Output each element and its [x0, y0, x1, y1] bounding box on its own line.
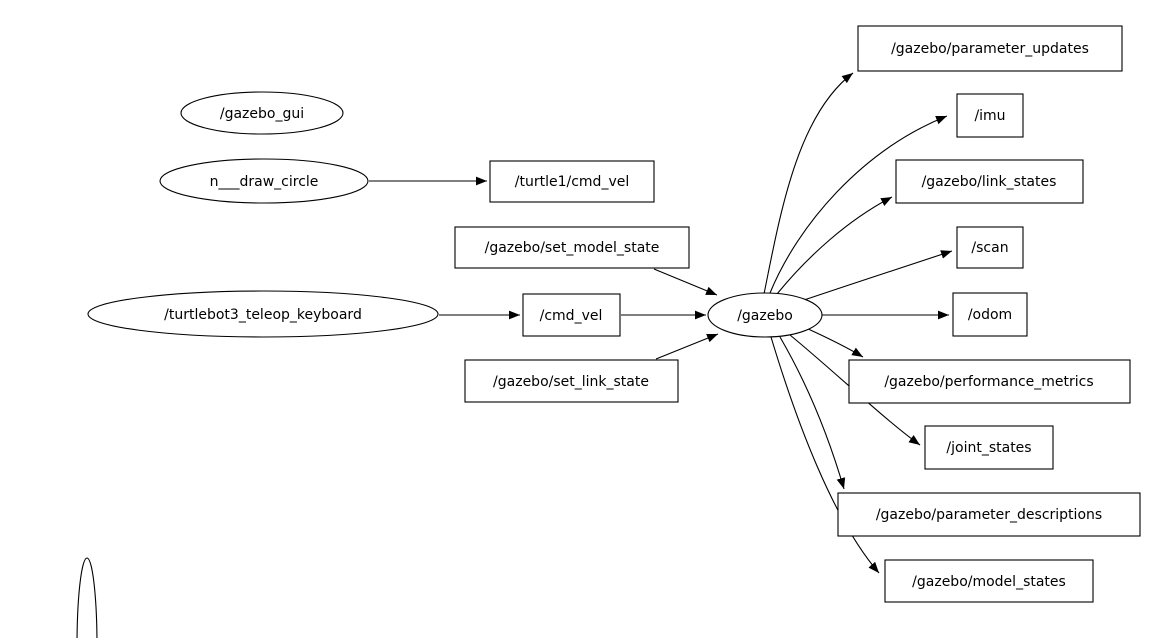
edge-gazebo-to-parameter-descriptions: [779, 336, 846, 490]
topic-turtle1-cmd-vel-label: /turtle1/cmd_vel: [515, 174, 629, 190]
topic-scan-label: /scan: [971, 240, 1008, 256]
edge-gazebo-to-scan: [800, 250, 953, 302]
topic-odom[interactable]: /odom: [952, 292, 1028, 337]
topic-odom-box[interactable]: [952, 292, 1028, 337]
topic-parameter-updates[interactable]: /gazebo/parameter_updates: [857, 25, 1123, 72]
edge-set-model-state-to-gazebo: [653, 268, 718, 296]
topic-cmd-vel-label: /cmd_vel: [540, 308, 603, 324]
topic-imu-box[interactable]: [956, 93, 1024, 138]
topic-scan[interactable]: /scan: [956, 226, 1024, 269]
topic-parameter-updates-label: /gazebo/parameter_updates: [891, 41, 1089, 57]
topic-odom-label: /odom: [968, 307, 1012, 323]
topic-performance-metrics-box[interactable]: [848, 359, 1131, 404]
topic-joint-states-label: /joint_states: [946, 440, 1031, 456]
topic-model-states-box[interactable]: [884, 559, 1094, 603]
topic-set-link-state-label: /gazebo/set_link_state: [493, 374, 649, 390]
node-clipped-ellipse[interactable]: [76, 557, 98, 638]
node-turtlebot3-teleop-keyboard[interactable]: /turtlebot3_teleop_keyboard: [87, 290, 439, 338]
node-gazebo-gui[interactable]: /gazebo_gui: [180, 91, 344, 135]
topic-cmd-vel-box[interactable]: [522, 293, 621, 337]
node-turtlebot3-teleop-keyboard-label: /turtlebot3_teleop_keyboard: [164, 307, 362, 323]
topic-link-states-label: /gazebo/link_states: [922, 174, 1057, 190]
node-draw-circle-shape[interactable]: [159, 158, 369, 204]
node-gazebo-label: /gazebo: [737, 308, 793, 324]
topic-cmd-vel[interactable]: /cmd_vel: [522, 293, 621, 337]
topic-model-states-label: /gazebo/model_states: [912, 574, 1066, 590]
topic-joint-states[interactable]: /joint_states: [924, 425, 1054, 470]
edge-gazebo-to-link-states: [776, 196, 893, 295]
topic-parameter-descriptions-label: /gazebo/parameter_descriptions: [876, 507, 1102, 523]
topic-joint-states-box[interactable]: [924, 425, 1054, 470]
topic-turtle1-cmd-vel-box[interactable]: [489, 160, 655, 203]
node-turtlebot3-teleop-keyboard-shape[interactable]: [87, 290, 439, 338]
topic-link-states-box[interactable]: [895, 159, 1084, 204]
topic-set-link-state-box[interactable]: [464, 359, 679, 403]
topic-link-states[interactable]: /gazebo/link_states: [895, 159, 1084, 204]
topic-turtle1-cmd-vel[interactable]: /turtle1/cmd_vel: [489, 160, 655, 203]
edge-group: [369, 72, 953, 574]
node-draw-circle[interactable]: n___draw_circle: [159, 158, 369, 204]
edge-gazebo-to-imu: [769, 115, 948, 294]
edge-gazebo-to-parameter-updates: [763, 72, 854, 295]
node-gazebo-gui-label: /gazebo_gui: [220, 106, 304, 122]
topic-set-link-state[interactable]: /gazebo/set_link_state: [464, 359, 679, 403]
topic-parameter-descriptions[interactable]: /gazebo/parameter_descriptions: [837, 492, 1141, 537]
topic-set-model-state-label: /gazebo/set_model_state: [485, 240, 660, 256]
edge-set-link-state-to-gazebo: [655, 333, 719, 360]
topic-parameter-updates-box[interactable]: [857, 25, 1123, 72]
topic-scan-box[interactable]: [956, 226, 1024, 269]
topic-model-states[interactable]: /gazebo/model_states: [884, 559, 1094, 603]
node-gazebo[interactable]: /gazebo: [707, 292, 823, 338]
topic-set-model-state[interactable]: /gazebo/set_model_state: [454, 226, 690, 269]
topic-set-model-state-box[interactable]: [454, 226, 690, 269]
topic-parameter-descriptions-box[interactable]: [837, 492, 1141, 537]
node-gazebo-shape[interactable]: [707, 292, 823, 338]
topic-performance-metrics[interactable]: /gazebo/performance_metrics: [848, 359, 1131, 404]
node-draw-circle-label: n___draw_circle: [210, 174, 319, 190]
topic-imu-label: /imu: [974, 108, 1005, 124]
topic-performance-metrics-label: /gazebo/performance_metrics: [884, 374, 1093, 390]
edge-gazebo-to-model-states: [770, 336, 880, 574]
topic-imu[interactable]: /imu: [956, 93, 1024, 138]
edge-gazebo-to-performance-metrics: [805, 327, 864, 358]
node-gazebo-gui-shape[interactable]: [180, 91, 344, 135]
